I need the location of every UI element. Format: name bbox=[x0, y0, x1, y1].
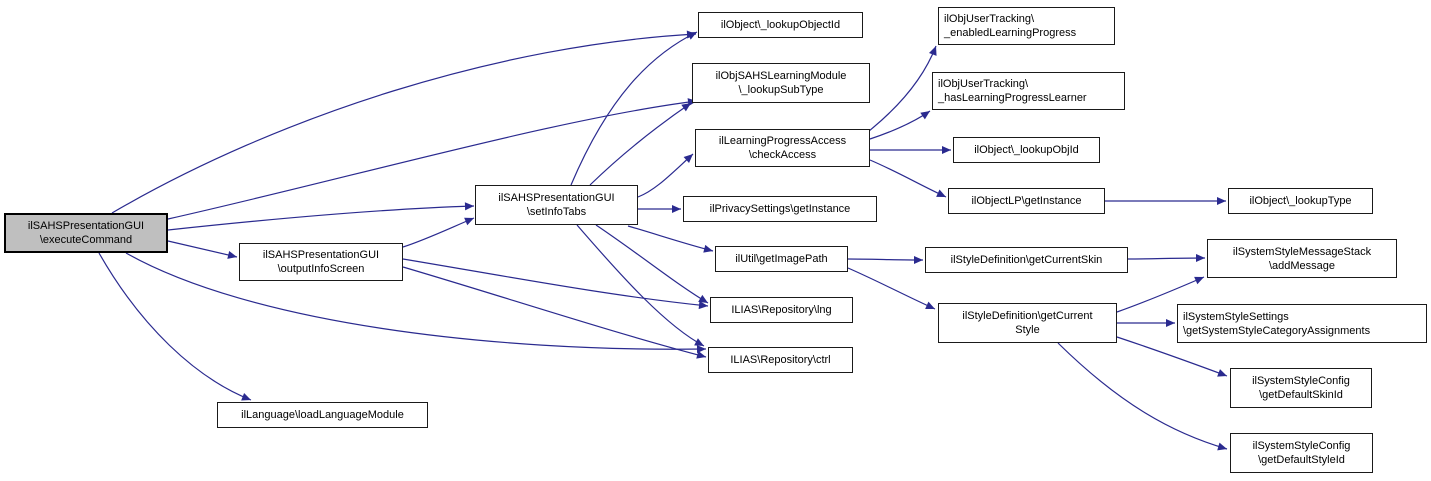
edge-getCurrentSkin-to-addMessage bbox=[1127, 253, 1206, 263]
node-label: ilObjectLP\getInstance bbox=[971, 195, 1082, 207]
node-lookupObjectId[interactable]: ilObject\_lookupObjectId bbox=[698, 12, 863, 38]
node-label: ilObjUserTracking\ bbox=[944, 13, 1035, 25]
edge-executeCommand-to-setInfoTabs bbox=[167, 202, 475, 231]
node-label: ilSAHSPresentationGUI bbox=[27, 220, 145, 232]
node-getImagePath[interactable]: ilUtil\getImagePath bbox=[715, 246, 848, 272]
node-getDefaultStyleId[interactable]: ilSystemStyleConfig \getDefaultStyleId bbox=[1230, 433, 1373, 473]
edge-setInfoTabs-to-repositoryCtrl bbox=[576, 224, 705, 347]
node-lookupSubType[interactable]: ilObjSAHSLearningModule \_lookupSubType bbox=[692, 63, 870, 103]
edge-setInfoTabs-to-checkAccess bbox=[637, 153, 694, 198]
node-label: ilObjUserTracking\ bbox=[938, 78, 1029, 90]
node-label: ilObject\_lookupObjectId bbox=[720, 19, 841, 31]
edge-checkAccess-to-objectLpGetInstance bbox=[869, 159, 947, 198]
edge-executeCommand-to-outputInfoScreen bbox=[167, 240, 238, 259]
node-label: \executeCommand bbox=[39, 234, 133, 246]
node-label: ILIAS\Repository\ctrl bbox=[730, 354, 831, 366]
edge-checkAccess-to-hasLearningProgressLearner bbox=[869, 110, 931, 140]
edge-getImagePath-to-getCurrentSkin bbox=[847, 255, 924, 265]
edge-executeCommand-to-repositoryCtrl bbox=[125, 252, 707, 354]
node-label: \setInfoTabs bbox=[526, 206, 587, 218]
node-styleCategoryAssignments[interactable]: ilSystemStyleSettings\getSystemStyleCate… bbox=[1177, 304, 1427, 343]
edge-checkAccess-to-enabledLearningProgress bbox=[868, 45, 937, 132]
node-checkAccess[interactable]: ilLearningProgressAccess \checkAccess bbox=[695, 129, 870, 167]
edge-getImagePath-to-getCurrentStyle bbox=[847, 267, 936, 310]
node-label: \addMessage bbox=[1268, 259, 1336, 272]
node-repositoryLng[interactable]: ILIAS\Repository\lng bbox=[710, 297, 853, 323]
node-label: ilStyleDefinition\getCurrent bbox=[962, 310, 1093, 322]
edge-getCurrentStyle-to-getDefaultStyleId bbox=[1057, 342, 1228, 451]
edge-executeCommand-to-loadLanguageModule bbox=[98, 252, 252, 401]
node-label: ILIAS\Repository\lng bbox=[731, 304, 832, 316]
node-hasLearningProgressLearner[interactable]: ilObjUserTracking\ _hasLearningProgressLe… bbox=[932, 72, 1125, 110]
node-enabledLearningProgress[interactable]: ilObjUserTracking\ _enabledLearningProgre… bbox=[938, 7, 1115, 45]
edge-setInfoTabs-to-getImagePath bbox=[627, 225, 714, 253]
node-getCurrentSkin[interactable]: ilStyleDefinition\getCurrentSkin bbox=[925, 247, 1128, 273]
node-privacyGetInstance[interactable]: ilPrivacySettings\getInstance bbox=[683, 196, 877, 222]
node-label: ilSystemStyleSettings bbox=[1183, 310, 1289, 323]
node-label: ilStyleDefinition\getCurrentSkin bbox=[950, 254, 1103, 266]
node-setInfoTabs[interactable]: ilSAHSPresentationGUI \setInfoTabs bbox=[475, 185, 638, 225]
node-label: ilUtil\getImagePath bbox=[735, 253, 828, 265]
node-label: \checkAccess bbox=[748, 149, 817, 161]
node-label: ilPrivacySettings\getInstance bbox=[709, 203, 851, 215]
node-label: ilSystemStyleConfig bbox=[1252, 375, 1350, 387]
node-label: \getDefaultStyleId bbox=[1258, 454, 1345, 466]
node-label: _enabledLearningProgress bbox=[944, 27, 1077, 39]
node-label: ilSystemStyleMessageStack bbox=[1232, 245, 1372, 258]
node-label: \getDefaultSkinId bbox=[1259, 389, 1343, 401]
node-label: ilObject\_lookupType bbox=[1249, 195, 1352, 207]
edge-setInfoTabs-to-lookupObjectId bbox=[570, 31, 698, 186]
node-label: ilSystemStyleConfig bbox=[1252, 440, 1351, 452]
node-label: \outputInfoScreen bbox=[277, 263, 365, 275]
node-label: ilLanguage\loadLanguageModule bbox=[241, 409, 404, 421]
node-getDefaultSkinId[interactable]: ilSystemStyleConfig \getDefaultSkinId bbox=[1230, 368, 1372, 408]
node-repositoryCtrl[interactable]: ILIAS\Repository\ctrl bbox=[708, 347, 853, 373]
edge-setInfoTabs-to-repositoryLng bbox=[595, 224, 709, 304]
node-lookupType[interactable]: ilObject\_lookupType bbox=[1228, 188, 1373, 214]
node-outputInfoScreen[interactable]: ilSAHSPresentationGUI \outputInfoScreen bbox=[239, 243, 403, 281]
node-addMessage[interactable]: ilSystemStyleMessageStack\addMessage bbox=[1207, 239, 1397, 278]
node-label: ilSAHSPresentationGUI bbox=[262, 249, 380, 261]
node-label: ilObject\_lookupObjId bbox=[974, 144, 1079, 156]
node-label: _hasLearningProgressLearner bbox=[938, 92, 1087, 104]
node-label: ilSAHSPresentationGUI bbox=[498, 192, 615, 204]
node-objectLpGetInstance[interactable]: ilObjectLP\getInstance bbox=[948, 188, 1105, 214]
node-executeCommand: ilSAHSPresentationGUI \executeCommand bbox=[4, 213, 168, 253]
node-label: ilObjSAHSLearningModule bbox=[715, 70, 847, 82]
edge-outputInfoScreen-to-repositoryLng bbox=[402, 258, 709, 310]
node-label: ilLearningProgressAccess bbox=[718, 135, 847, 147]
node-label: \_lookupSubType bbox=[738, 84, 824, 96]
node-label: Style bbox=[1015, 324, 1040, 336]
node-label: \getSystemStyleCategoryAssignments bbox=[1183, 324, 1371, 337]
node-loadLanguageModule[interactable]: ilLanguage\loadLanguageModule bbox=[217, 402, 428, 428]
edge-outputInfoScreen-to-repositoryCtrl bbox=[402, 266, 707, 359]
edge-outputInfoScreen-to-setInfoTabs bbox=[402, 217, 475, 248]
edge-setInfoTabs-to-lookupSubType bbox=[589, 102, 692, 186]
node-lookupObjId[interactable]: ilObject\_lookupObjId bbox=[953, 137, 1100, 163]
